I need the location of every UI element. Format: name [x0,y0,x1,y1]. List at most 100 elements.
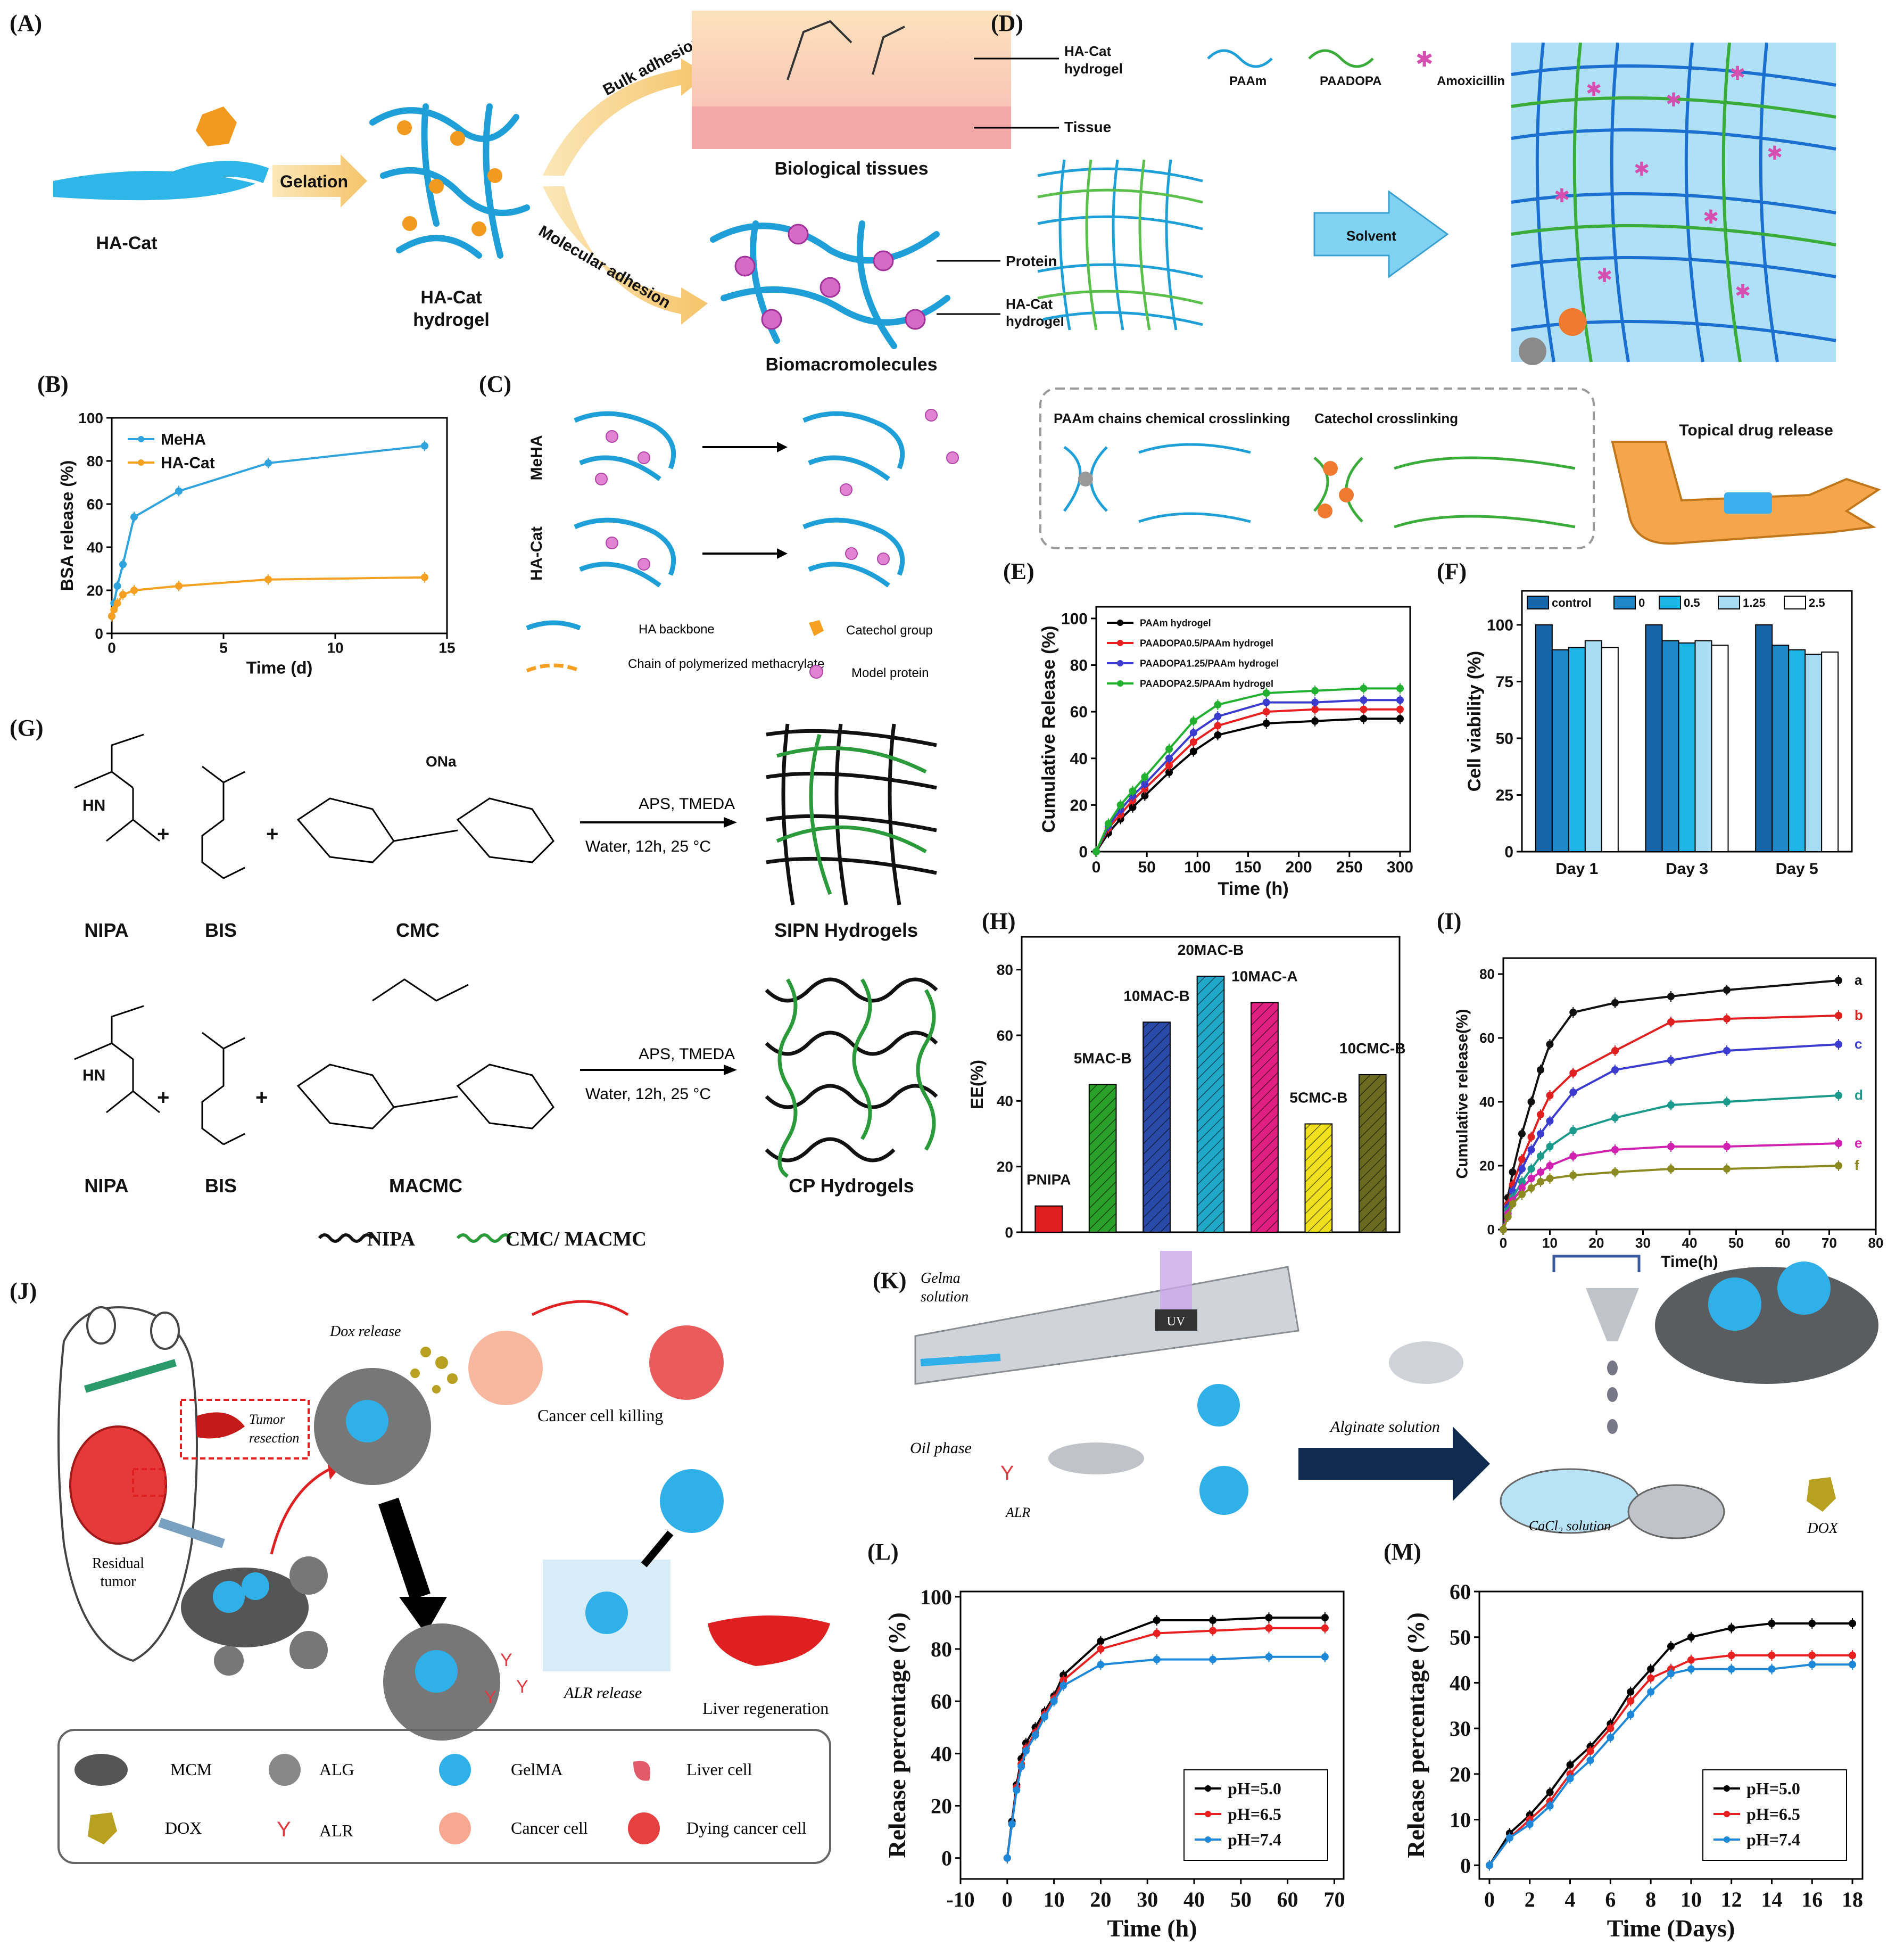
legend-dox: DOX [165,1818,202,1837]
data-point [1569,1152,1577,1160]
biomacromolecules-label: Biomacromolecules [765,354,937,375]
svg-text:✱: ✱ [1586,78,1602,100]
legend-marker [1117,660,1123,666]
bar-hatch [1305,1124,1332,1232]
series-line-PAADOPA2.5/PAAm hydrogel [1095,687,1400,852]
x-tick-label: 14 [1761,1887,1782,1911]
data-point [1104,820,1112,828]
data-point [1627,1711,1635,1719]
data-point [1835,1041,1842,1048]
amoxicillin-icon: ✱ [1415,48,1434,71]
mcm-small-2 [214,1646,244,1676]
protein-dots [734,224,926,330]
svg-text:Y: Y [484,1687,496,1708]
x-tick-label: 60 [1277,1887,1298,1911]
paam-crosslink-dot [1519,337,1546,365]
dry-network [1037,159,1203,331]
data-point [1611,1114,1619,1122]
data-point [1097,1637,1105,1645]
data-point [1141,780,1149,788]
bar-0 [1771,645,1790,852]
data-point [1360,705,1368,713]
y-axis-label: BSA release (%) [57,460,77,591]
data-point [1165,754,1173,762]
data-point [1189,729,1197,737]
plot-frame [1478,1590,1864,1880]
y-tick-label: 0 [1460,1853,1471,1877]
y-tick-label: 0 [1504,844,1513,861]
x-axis-label: Time (Days) [1607,1915,1735,1942]
cp-network [765,977,938,1178]
data-point [1031,1732,1039,1739]
monomer-legend: PAAm PAADOPA ✱ Amoxicillin [1207,48,1505,88]
data-point [1667,993,1675,1000]
y-tick-label: 60 [87,496,103,513]
c-arrowhead-2 [777,548,788,559]
data-point [1059,1681,1067,1689]
resection-box [132,1468,166,1497]
gelma-solution-line1: Gelma [921,1270,961,1287]
gelation-label: Gelation [280,172,348,191]
legend-catechol-text: Catechol group [846,623,933,638]
data-point [1537,1152,1544,1160]
j-arrow-regen [641,1530,674,1568]
data-point [175,487,183,495]
bar-0.5 [1678,642,1696,852]
plot-frame [1095,606,1411,853]
data-point [1566,1775,1574,1783]
data-point [1041,1713,1049,1721]
y-tick-label: 0 [1487,1222,1495,1238]
data-point [1569,1127,1577,1134]
y-tick-label: 20 [1450,1762,1471,1786]
x-tick-label: 200 [1286,859,1312,876]
bulk-adhesion-arrow [543,59,708,176]
droplets [1607,1361,1618,1434]
data-point [1311,717,1319,725]
x-tick-label: 20 [1090,1887,1111,1911]
y-tick-label: 40 [997,1093,1013,1109]
data-point [1311,698,1319,706]
data-point [113,599,121,607]
data-point [1546,1788,1554,1796]
gelma-bead-1 [213,1581,245,1613]
data-point [1165,769,1173,777]
legend-label: PAAm hydrogel [1140,617,1211,628]
data-point [1768,1620,1776,1627]
series-line-e [1502,1142,1839,1230]
cancer-cell-big [468,1331,543,1405]
alginate-beaker [1389,1341,1463,1384]
data-point [1321,1624,1329,1632]
legend-cmc-text: CMC/ MACMC [506,1228,647,1250]
liver-gelma [585,1592,628,1634]
j-legend-box [57,1729,831,1864]
bar-0 [1551,649,1569,852]
data-point [1262,689,1270,697]
y-axis-label: Cell viability (%) [1464,651,1485,792]
g-plus-3: + [157,1086,169,1109]
catechol-icon [196,106,237,146]
cancer-killing-label: Cancer cell killing [537,1406,663,1425]
data-point [264,575,272,583]
x-tick-label: 30 [1137,1887,1158,1911]
ha-cat-network [369,103,530,259]
panel-a-letter: (A) [10,10,42,36]
callout-hydrogel-2: hydrogel [1064,61,1123,77]
j-arrowhead-down [399,1597,447,1634]
x-tick-label: 0 [107,639,116,656]
legend-marker [1117,620,1123,626]
data-point [1537,1066,1544,1074]
x-category-label: Day 1 [1555,860,1598,878]
x-tick-label: 40 [1183,1887,1205,1911]
amoxicillin-label: Amoxicillin [1437,74,1505,88]
series-end-label: d [1855,1087,1863,1103]
data-point [1849,1620,1857,1627]
j-arrow-up [270,1467,331,1555]
panel-h: (H) 020406080EE(%)PNIPA5MAC-B10MAC-B20MA… [967,908,1405,1241]
data-point [1569,1172,1577,1179]
data-point [1611,1168,1619,1176]
x-tick-label: 50 [1230,1887,1252,1911]
x-tick-label: 8 [1645,1887,1656,1911]
data-point [1727,1665,1735,1673]
